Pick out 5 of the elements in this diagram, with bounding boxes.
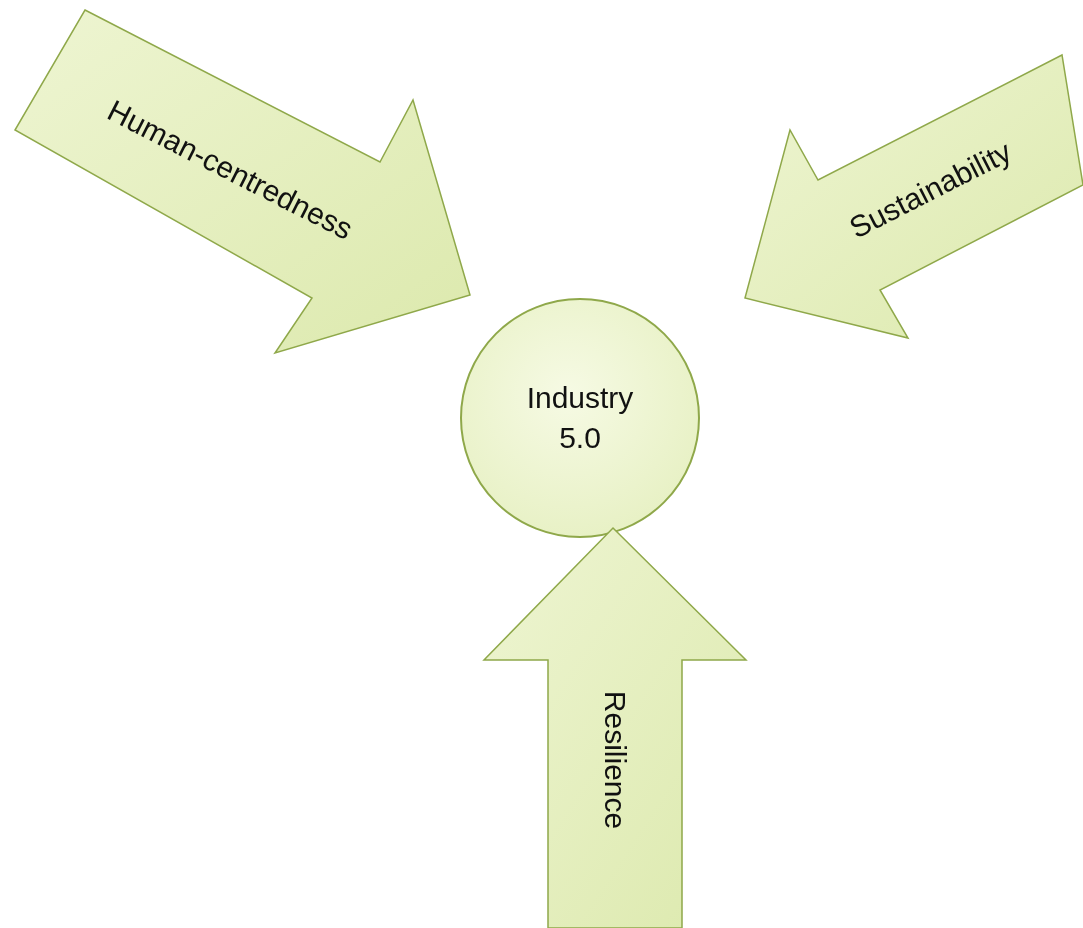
- block-arrow: [484, 528, 746, 928]
- arrow-label: Resilience: [598, 690, 633, 830]
- block-arrow: [15, 10, 470, 355]
- block-arrow: [745, 55, 1083, 338]
- circle-label: Industry 5.0: [525, 379, 635, 456]
